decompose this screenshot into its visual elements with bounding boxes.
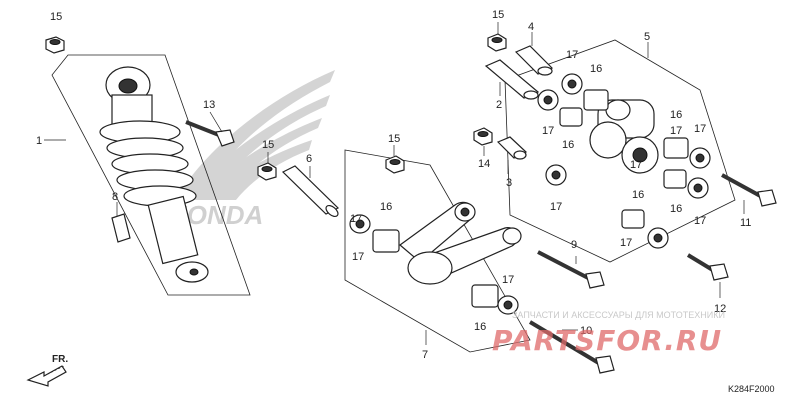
- bolt-10: [528, 320, 615, 374]
- bearing-set-right: [537, 73, 711, 249]
- callout-10: 10: [580, 325, 592, 337]
- callout-17: 17: [350, 213, 362, 225]
- callout-17: 17: [566, 49, 578, 61]
- callout-16: 16: [474, 321, 486, 333]
- callout-15: 15: [492, 9, 504, 21]
- callout-8: 8: [112, 191, 118, 203]
- callout-1: 1: [36, 135, 42, 147]
- callout-16: 16: [562, 139, 574, 151]
- rear-shock-absorber: [99, 66, 209, 283]
- callout-17: 17: [694, 215, 706, 227]
- sticker-8: [111, 213, 131, 243]
- callout-16: 16: [670, 203, 682, 215]
- diagram-code: K284F2000: [728, 384, 775, 394]
- callout-4: 4: [528, 21, 534, 33]
- callout-17: 17: [620, 237, 632, 249]
- callout-2: 2: [496, 99, 502, 111]
- callout-3: 3: [506, 177, 512, 189]
- callout-17: 17: [542, 125, 554, 137]
- callout-13: 13: [203, 99, 215, 111]
- front-direction-label: FR.: [52, 354, 68, 365]
- callout-17: 17: [694, 123, 706, 135]
- collar-3: [496, 136, 528, 160]
- callout-11: 11: [740, 217, 751, 229]
- front-direction-arrow: [26, 365, 67, 387]
- collar-4: [514, 45, 554, 76]
- collar-6: [281, 165, 340, 218]
- leader-lines: [44, 22, 745, 345]
- callout-16: 16: [590, 63, 602, 75]
- swingarm-pivot-5: [589, 99, 659, 174]
- watermark-site-logo: PARTSFOR.RU: [492, 324, 722, 357]
- callout-15: 15: [388, 133, 400, 145]
- bolt-9: [537, 250, 605, 289]
- callout-16: 16: [670, 109, 682, 121]
- bolt-13: [185, 120, 235, 147]
- callout-7: 7: [422, 349, 428, 361]
- nut-15-top-left: [45, 36, 65, 54]
- bolt-11: [721, 173, 777, 207]
- callout-6: 6: [306, 153, 312, 165]
- nut-15-center: [385, 155, 405, 174]
- callout-16: 16: [632, 189, 644, 201]
- honda-wing-watermark: [175, 70, 335, 200]
- callout-14: 14: [478, 158, 490, 170]
- cushion-link-7: [349, 201, 522, 315]
- link-group-outline: [344, 149, 531, 353]
- callout-15: 15: [50, 11, 62, 23]
- watermark-tagline: ЗАПЧАСТИ И АКСЕССУАРЫ ДЛЯ МОТОТЕХНИКИ: [512, 310, 725, 320]
- arm-group-outline: [504, 39, 736, 263]
- callout-17: 17: [670, 125, 682, 137]
- collar-2: [484, 59, 540, 100]
- nut-15-top-right: [487, 33, 507, 52]
- callout-17: 17: [352, 251, 364, 263]
- callout-labels: 15 1 8 13 15 6 15 16 17 7 17 16 9 10 15 …: [36, 9, 751, 361]
- callout-16: 16: [380, 201, 392, 213]
- bolt-12: [686, 253, 729, 281]
- callout-17: 17: [630, 159, 642, 171]
- nut-14: [473, 127, 493, 146]
- callout-17: 17: [550, 201, 562, 213]
- callout-9: 9: [571, 239, 577, 251]
- callout-12: 12: [714, 303, 726, 315]
- callout-5: 5: [644, 31, 650, 43]
- shock-group-outline: [51, 54, 251, 296]
- callout-15: 15: [262, 139, 274, 151]
- callout-17: 17: [502, 274, 514, 286]
